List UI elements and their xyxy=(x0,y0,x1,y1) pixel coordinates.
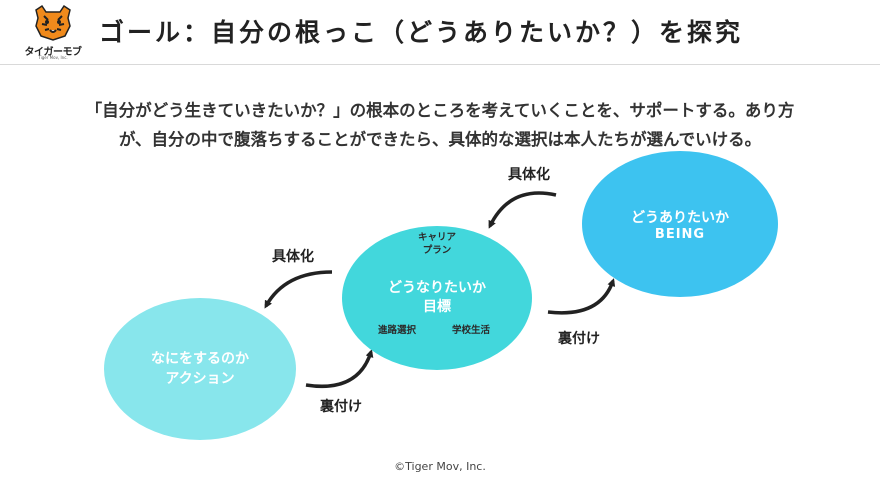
label-concretize-top: 具体化 xyxy=(508,167,550,183)
career-line-2: プラン xyxy=(422,245,452,256)
goal-sub-left: 進路選択 xyxy=(378,325,417,336)
copyright: ©Tiger Mov, Inc. xyxy=(394,460,486,473)
logo-subtitle: Tiger Mov, Inc. xyxy=(38,55,68,60)
career-line-1: キャリア xyxy=(417,232,456,243)
being-line-2: BEING xyxy=(654,227,706,242)
arrow-action-to-goal xyxy=(305,349,374,388)
goal-line-1: どうなりたいか xyxy=(388,280,486,296)
arrow-goal-to-action xyxy=(264,270,333,309)
goal-line-2: 目標 xyxy=(423,299,451,315)
arrow-being-to-goal xyxy=(488,191,557,229)
arrow-goal-to-being xyxy=(547,278,616,315)
tiger-mov-logo[interactable]: タイガーモブ Tiger Mov, Inc. xyxy=(20,4,86,62)
label-support-right: 裏付け xyxy=(558,331,600,347)
career-plan-label: キャリア プラン xyxy=(342,231,532,257)
being-bubble: どうありたいか BEING xyxy=(582,151,778,297)
goal-sub-right: 学校生活 xyxy=(452,325,491,336)
action-line-2: アクション xyxy=(165,371,235,387)
logo-label: タイガーモブ xyxy=(24,47,83,58)
intro-line-1: 「自分がどう生きていきたいか？」の根本のところを考えていくことを、サポートする。… xyxy=(85,101,795,120)
being-line-1: どうありたいか xyxy=(631,210,729,226)
page-title: ゴール：自分の根っこ（どうありたいか？）を探究 xyxy=(99,18,744,47)
label-concretize-left: 具体化 xyxy=(272,249,314,265)
header: タイガーモブ Tiger Mov, Inc. ゴール：自分の根っこ（どうありたい… xyxy=(0,0,880,65)
action-line-1: なにをするのか xyxy=(151,351,249,367)
goal-bubble: キャリア プラン どうなりたいか 目標 進路選択 学校生活 xyxy=(342,226,532,370)
tiger-logo-icon xyxy=(35,4,71,41)
label-support-bottom: 裏付け xyxy=(320,399,362,415)
intro-text: 「自分がどう生きていきたいか？」の根本のところを考えていくことを、サポートする。… xyxy=(40,96,840,154)
action-bubble: なにをするのか アクション xyxy=(104,298,296,440)
intro-line-2: が、自分の中で腹落ちすることができたら、具体的な選択は本人たちが選んでいける。 xyxy=(118,130,762,149)
